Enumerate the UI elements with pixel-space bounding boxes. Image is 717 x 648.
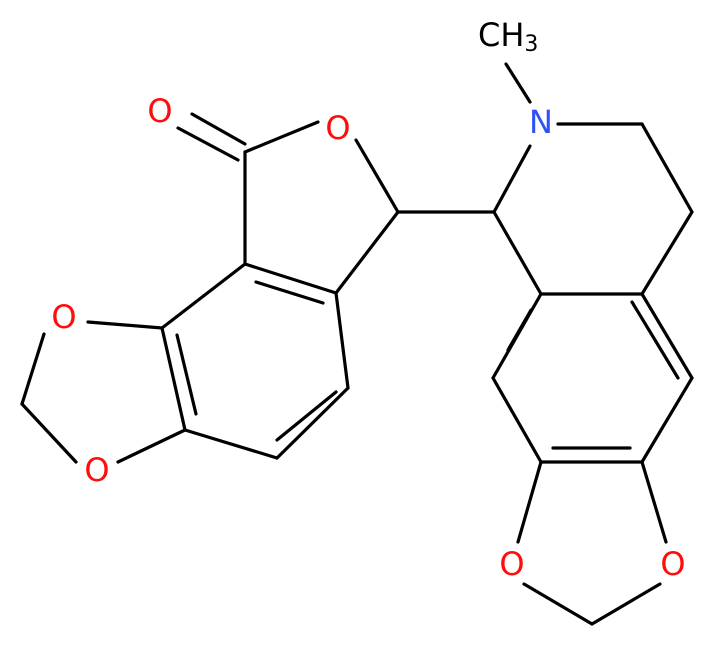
bond-c8b-o <box>516 460 543 544</box>
atom-o-lactone: O <box>325 109 350 147</box>
bond-carbonyl-c-o <box>243 120 320 154</box>
atom-n-methyl: N <box>529 103 553 141</box>
bond-o-ch2-right-a <box>522 582 594 626</box>
bond-ch2-o-right <box>590 582 662 626</box>
bond-c9a-c7a <box>160 262 247 330</box>
bond-c8a-c8-inner <box>506 308 533 352</box>
atom-o-dioxole-left-bottom: O <box>84 451 109 489</box>
bond-c5a-c9a-inner <box>175 333 198 416</box>
atom-o-dioxole-right-left: O <box>499 545 524 583</box>
bond-c7a-c3a <box>243 262 338 295</box>
bond-c7a-c3a-inner <box>254 280 325 305</box>
atom-ch3: CH3 <box>478 16 538 57</box>
bond-o-c5b <box>640 460 668 544</box>
atom-o-dioxole-left-top: O <box>51 298 76 336</box>
bond-c8-c8b <box>491 376 543 464</box>
bond-n-ch3 <box>504 62 532 104</box>
bond-ch-c3a <box>334 210 400 295</box>
bond-c5-c4a <box>640 292 694 380</box>
bond-c5-c4a-inner <box>630 300 680 380</box>
bond-o-c5a <box>116 428 187 464</box>
bond-c5b-c5 <box>640 376 694 464</box>
bond-c4-c5-inner <box>275 390 338 442</box>
bond-layer <box>20 62 694 626</box>
bond-c4-c5 <box>275 386 350 460</box>
bond-c8a-c1 <box>492 210 543 296</box>
bond-o-ch2-left <box>20 332 46 406</box>
atom-ch3-main: CH <box>478 16 524 54</box>
bond-carbonyl-double-b <box>190 112 247 146</box>
bond-o-ch <box>354 138 400 214</box>
bond-c3-c4 <box>640 122 694 214</box>
atom-label-layer: O O O O N CH3 O O <box>51 16 685 583</box>
bond-c5-c5a <box>183 428 279 460</box>
bond-c9a-o <box>86 320 164 330</box>
atom-ch3-subscript: 3 <box>524 32 538 57</box>
bond-ch2-o-left <box>20 402 78 464</box>
bond-c3a-c4 <box>334 291 350 390</box>
bond-carbonyl-double-a <box>176 126 240 162</box>
atom-o-carbonyl: O <box>147 92 172 130</box>
bond-c5a-c9a <box>160 326 187 432</box>
bond-c1-n <box>492 144 532 214</box>
bond-c4-c4a <box>640 210 694 296</box>
atom-o-dioxole-right-right: O <box>660 545 685 583</box>
